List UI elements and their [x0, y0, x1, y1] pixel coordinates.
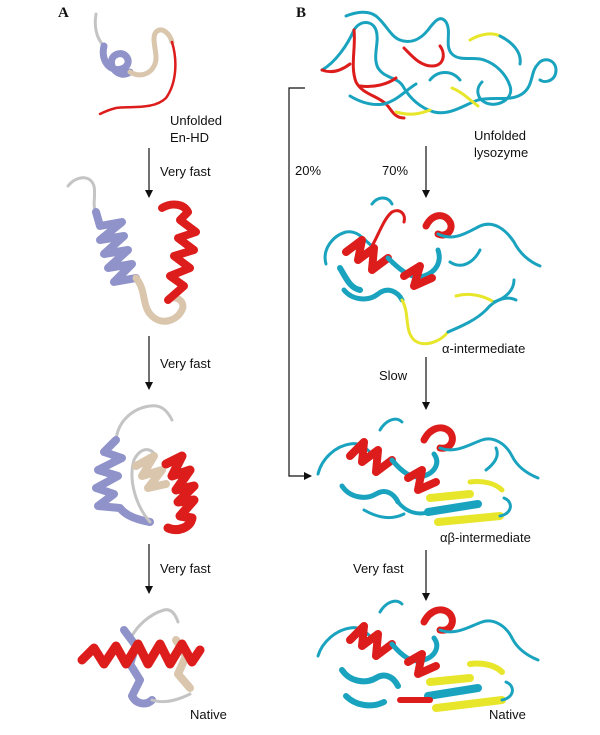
en-hd-unfolded-label-line1: Unfolded [170, 113, 223, 128]
lysozyme-native-structure [316, 599, 540, 712]
en-hd-native-structure [77, 608, 205, 708]
branch-70-percent-label: 70% [382, 163, 409, 178]
lysozyme-native-label: Native [489, 707, 526, 722]
lysozyme-unfolded-structure [320, 10, 558, 120]
lysozyme-unfolded-label-line2: lysozyme [474, 145, 529, 160]
panel-a-letter: A [58, 5, 69, 21]
very-fast-step-label: Very fast [353, 561, 404, 576]
lysozyme-alpha-intermediate-structure [323, 196, 542, 346]
panel-a-step1-label: Very fast [160, 164, 211, 179]
lysozyme-alphabeta-intermediate-structure [316, 417, 540, 526]
en-hd-intermediate-2-structure [92, 404, 199, 535]
en-hd-unfolded-label-line2: En-HD [170, 130, 210, 145]
slow-step-label: Slow [379, 368, 408, 383]
panel-b-letter: B [296, 5, 307, 21]
alphabeta-intermediate-label: αβ-intermediate [440, 530, 531, 545]
arrow-b-fast-track [288, 87, 312, 480]
panel-a-step2-label: Very fast [160, 356, 211, 371]
lysozyme-unfolded-label: Unfolded lysozyme [474, 127, 528, 161]
alpha-intermediate-label: α-intermediate [442, 341, 526, 356]
en-hd-intermediate-1-structure [66, 176, 200, 325]
en-hd-native-label: Native [190, 707, 227, 722]
en-hd-unfolded-structure [93, 12, 177, 116]
lysozyme-unfolded-label-line1: Unfolded [474, 128, 527, 143]
panel-a-step3-label: Very fast [160, 561, 211, 576]
branch-20-percent-label: 20% [295, 163, 322, 178]
en-hd-unfolded-label: Unfolded En-HD [170, 112, 222, 146]
